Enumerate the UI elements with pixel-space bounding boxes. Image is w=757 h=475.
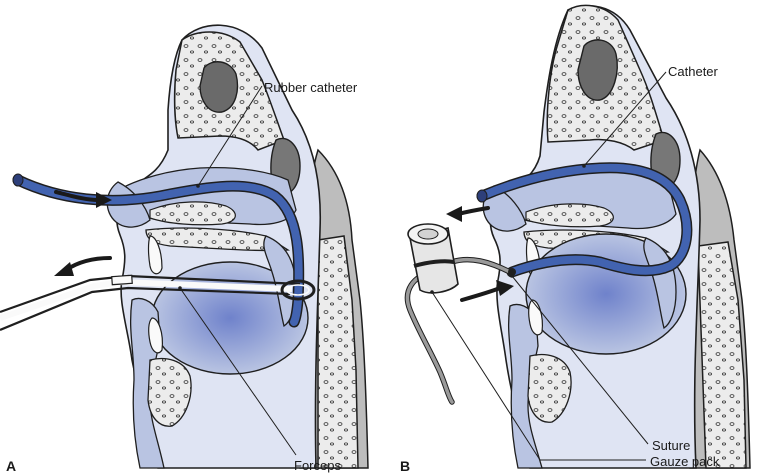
- withdrawal-arrow-icon: [66, 258, 110, 270]
- catheter-b-end: [477, 190, 487, 202]
- label-forceps: Forceps: [294, 458, 341, 473]
- forceps-tip: [112, 275, 133, 284]
- label-rubber-catheter: Rubber catheter: [264, 80, 358, 95]
- panel-b: Catheter Suture Gauze pack B: [400, 5, 750, 474]
- nasal-turbinate: [150, 202, 235, 225]
- forceps-leader-dot: [178, 286, 182, 290]
- panel-letter-a: A: [6, 458, 16, 474]
- catheter-withdrawal-arrowhead-icon: [446, 206, 462, 222]
- suture-leader-dot: [510, 274, 514, 278]
- label-suture: Suture: [652, 438, 690, 453]
- nasal-turbinate-b: [526, 204, 613, 227]
- panel-a: Rubber catheter Forceps A: [0, 25, 368, 474]
- frontal-sinus: [200, 62, 237, 112]
- gauze-pack-leader-dot: [430, 290, 434, 294]
- withdrawal-arrowhead-icon: [54, 262, 74, 276]
- pack-insertion-arrow-icon: [462, 288, 500, 300]
- catheter-leader-dot: [582, 164, 586, 168]
- panel-letter-b: B: [400, 458, 410, 474]
- label-catheter: Catheter: [668, 64, 719, 79]
- frontal-sinus-b: [578, 40, 617, 100]
- label-gauze-pack: Gauze pack: [650, 454, 720, 469]
- gauze-pack-top-inner: [418, 229, 438, 239]
- rubber-catheter-leader-dot: [196, 184, 200, 188]
- catheter-end: [13, 174, 23, 186]
